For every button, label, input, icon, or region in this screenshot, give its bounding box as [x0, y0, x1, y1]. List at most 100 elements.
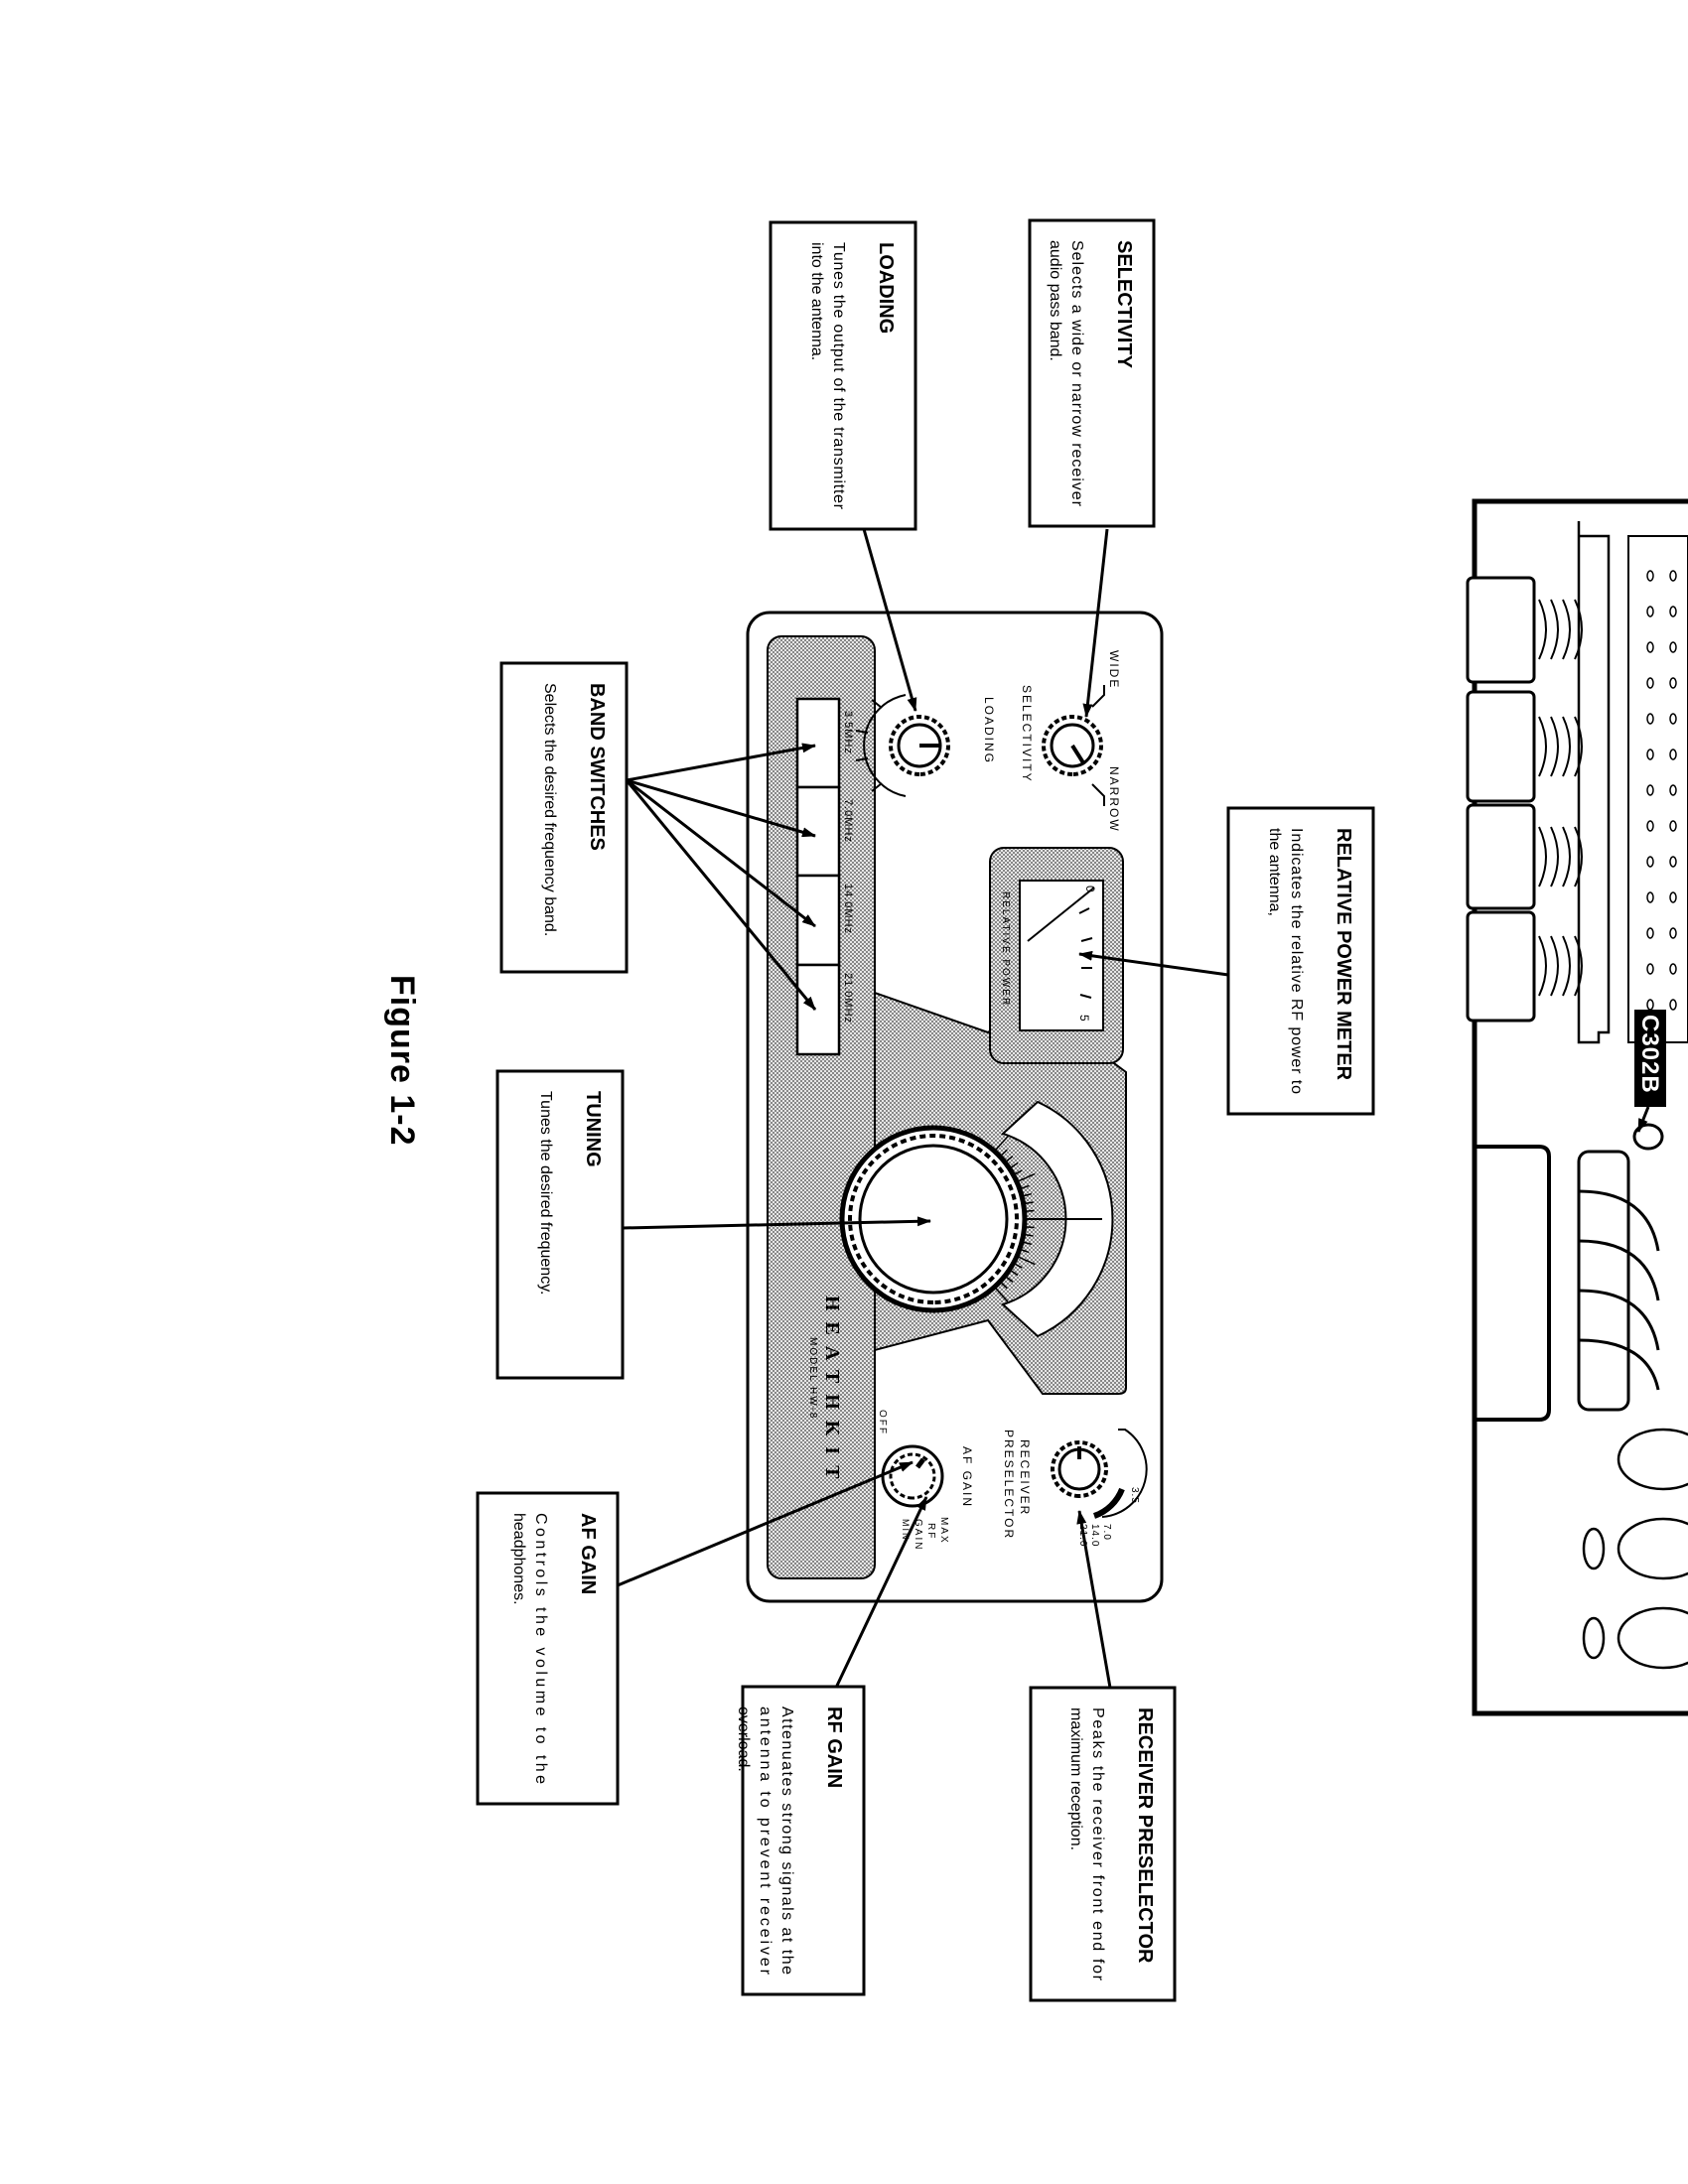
band-switch-3.5[interactable] — [795, 697, 841, 789]
switch-rail — [1577, 521, 1611, 1044]
callout-band-switches: BAND SWITCHES Selects the desired frequen… — [499, 661, 629, 974]
callout-box — [495, 1069, 625, 1380]
callout-tuning: TUNING Tunes the desired frequency. — [495, 1069, 625, 1380]
callout-title: BAND SWITCHES — [586, 683, 608, 851]
spring-coil — [1562, 716, 1571, 777]
band-switch-21.0[interactable] — [795, 963, 841, 1056]
spring-coil — [1538, 935, 1547, 997]
callout-body-line: Tunes the desired frequency. — [537, 1091, 554, 1295]
meter-scale-ticks — [1078, 907, 1093, 999]
spring-coil — [1574, 935, 1583, 997]
tuning-knob-knurl — [848, 1134, 1019, 1304]
front-panel: 0 5 RELATIVE POWER WIDE NARROW SELECTIVI… — [746, 611, 1164, 1603]
band-label: 3.5MHz — [842, 711, 854, 754]
callout-body-line: Selects the desired frequency band. — [541, 683, 558, 936]
tuning-knob[interactable] — [858, 1144, 1009, 1295]
selectivity-panel-label: SELECTIVITY — [1020, 685, 1034, 783]
chassis-outline — [1472, 498, 1688, 1716]
callout-body-line: the antenna, — [1266, 828, 1283, 916]
callout-body-line: audio pass band. — [1047, 240, 1063, 361]
band-switch-block — [1466, 690, 1536, 803]
callout-body-line: Indicates the relative RF power to — [1288, 828, 1305, 1094]
callout-title: SELECTIVITY — [1113, 240, 1135, 369]
off-label: OFF — [877, 1410, 888, 1435]
callout-body-line: Selects a wide or narrow receiver — [1068, 240, 1085, 507]
callout-title: LOADING — [875, 242, 897, 334]
board-hole — [1646, 927, 1654, 939]
board-hole — [1669, 570, 1677, 582]
callout-body-line: Tunes the output of the transmitter — [830, 242, 847, 510]
component-label: C302B — [1636, 1015, 1663, 1094]
callout-box — [1028, 218, 1156, 528]
band-label: 21.0MHz — [842, 973, 854, 1024]
board-hole — [1669, 820, 1677, 832]
board-hole — [1646, 856, 1654, 868]
preselector-band-label: 3.5 — [1129, 1487, 1140, 1504]
board-hole — [1646, 570, 1654, 582]
band-label: 14.0MHz — [842, 884, 854, 934]
relative-power-label: RELATIVE POWER — [1000, 891, 1011, 1007]
narrow-label: NARROW — [1107, 766, 1121, 833]
gain-label: GAIN — [913, 1519, 923, 1551]
wide-label: WIDE — [1107, 650, 1121, 689]
board-hole — [1646, 999, 1654, 1011]
tuning-capacitor-plates — [1577, 1123, 1664, 1412]
spring-coil — [1562, 599, 1571, 660]
band-switch-14.0[interactable] — [795, 874, 841, 967]
spring-coil — [1538, 826, 1547, 887]
callout-body-line: Attenuates strong signals at the — [778, 1706, 795, 1975]
board-hole — [1646, 677, 1654, 689]
callout-title: RF GAIN — [823, 1706, 845, 1788]
board-hole — [1669, 856, 1677, 868]
callout-title: TUNING — [582, 1091, 604, 1167]
rotated-figure: Figure 1-2 0 5 RELATIVE POWER — [383, 218, 1688, 2002]
band-label: 7.0MHz — [842, 799, 854, 843]
brand-logo: HEATHKIT — [821, 1296, 843, 1489]
board-hole — [1669, 999, 1677, 1011]
leader-arrow — [626, 778, 816, 838]
rear-controls — [1582, 1428, 1688, 1670]
board-hole — [1669, 641, 1677, 653]
band-switch-block — [1466, 910, 1536, 1023]
af-gain-knob[interactable] — [889, 1452, 936, 1500]
callout-title: RECEIVER PRESELECTOR — [1134, 1707, 1156, 1964]
meter-window — [1019, 880, 1104, 1031]
receiver-panel-label: RECEIVER — [1018, 1439, 1032, 1516]
board-hole — [1669, 677, 1677, 689]
spring-coil — [1574, 599, 1583, 660]
loading-scale-ticks — [855, 699, 883, 792]
loading-scale-arc — [863, 694, 907, 797]
leader-arrow — [1076, 1510, 1112, 1689]
spring-coil — [1550, 716, 1559, 777]
leader-arrow — [626, 743, 816, 782]
meter-max-label: 5 — [1077, 1015, 1091, 1024]
board-hole — [1646, 749, 1654, 760]
callout-selectivity: SELECTIVITY Selects a wide or narrow rece… — [1028, 218, 1156, 528]
preselector-band-label: 7.0 — [1101, 1524, 1112, 1541]
dial-tick — [1016, 1172, 1036, 1183]
callout-title: AF GAIN — [577, 1513, 599, 1594]
preselector-band-arc — [1092, 1487, 1125, 1519]
dial-tick — [994, 1136, 1009, 1153]
tuning-capacitor-frame — [1475, 1145, 1551, 1422]
component-label-tag — [1634, 1010, 1666, 1107]
callout-title: RELATIVE POWER METER — [1333, 828, 1354, 1081]
spring-coil — [1562, 826, 1571, 887]
spring-coil — [1550, 935, 1559, 997]
af-gain-knob-pointer — [915, 1457, 925, 1469]
spring-coil — [1562, 935, 1571, 997]
leader-arrow — [625, 779, 817, 1011]
spring-coil — [1550, 826, 1559, 887]
tuning-dial-scale — [1001, 1100, 1114, 1338]
selectivity-scale-marks — [1091, 685, 1105, 806]
callout-relative-power-meter: RELATIVE POWER METER Indicates the relati… — [1226, 806, 1375, 1116]
leader-arrow — [834, 1496, 928, 1689]
loading-panel-label: LOADING — [982, 697, 996, 764]
dial-tick — [994, 1286, 1009, 1302]
board-hole — [1669, 749, 1677, 760]
selectivity-knob-pointer — [1070, 744, 1086, 766]
